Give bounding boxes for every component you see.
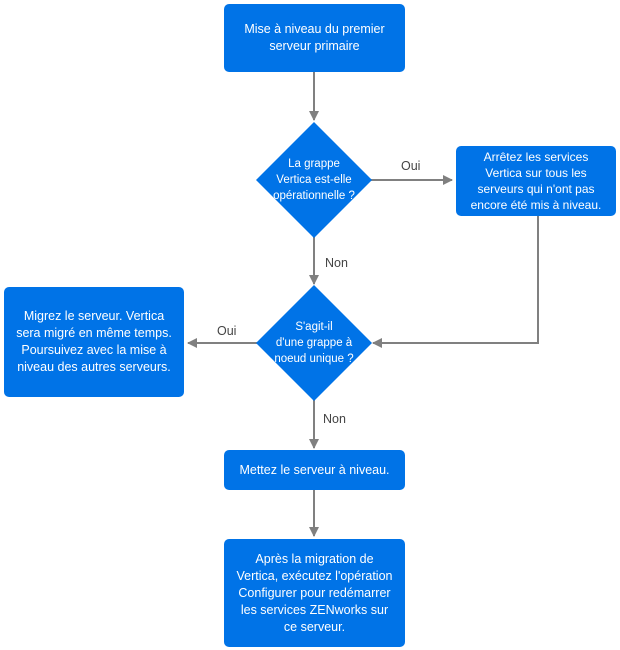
decision-single-node: S'agit-il d'une grappe à noeud unique ? (256, 285, 372, 401)
decision-diamond-shape (256, 122, 372, 238)
node-migrate-server: Migrez le serveur. Vertica sera migré en… (4, 287, 184, 397)
decision-single-node-label: S'agit-il d'une grappe à noeud unique ? (274, 321, 354, 365)
edge-label-yes-migrate: Oui (217, 324, 237, 338)
node-upgrade-server: Mettez le serveur à niveau. (224, 450, 405, 490)
decision-vertica-operational: La grappe Vertica est-elle opérationnell… (256, 122, 372, 238)
node-after-migration-configure: Après la migration de Vertica, exécutez … (224, 539, 405, 647)
decision-vertica-operational-label: La grappe Vertica est-elle opérationnell… (273, 158, 355, 202)
node-upgrade-first-primary: Mise à niveau du premier serveur primair… (224, 4, 405, 72)
edge-label-yes-stop: Oui (401, 159, 421, 173)
connector-stop-to-decision2 (372, 216, 539, 348)
edge-label-no-single-node: Non (325, 256, 348, 270)
decision-diamond-shape (256, 285, 372, 401)
node-stop-vertica-services: Arrêtez les services Vertica sur tous le… (456, 146, 616, 216)
edge-label-no-upgrade: Non (323, 412, 346, 426)
